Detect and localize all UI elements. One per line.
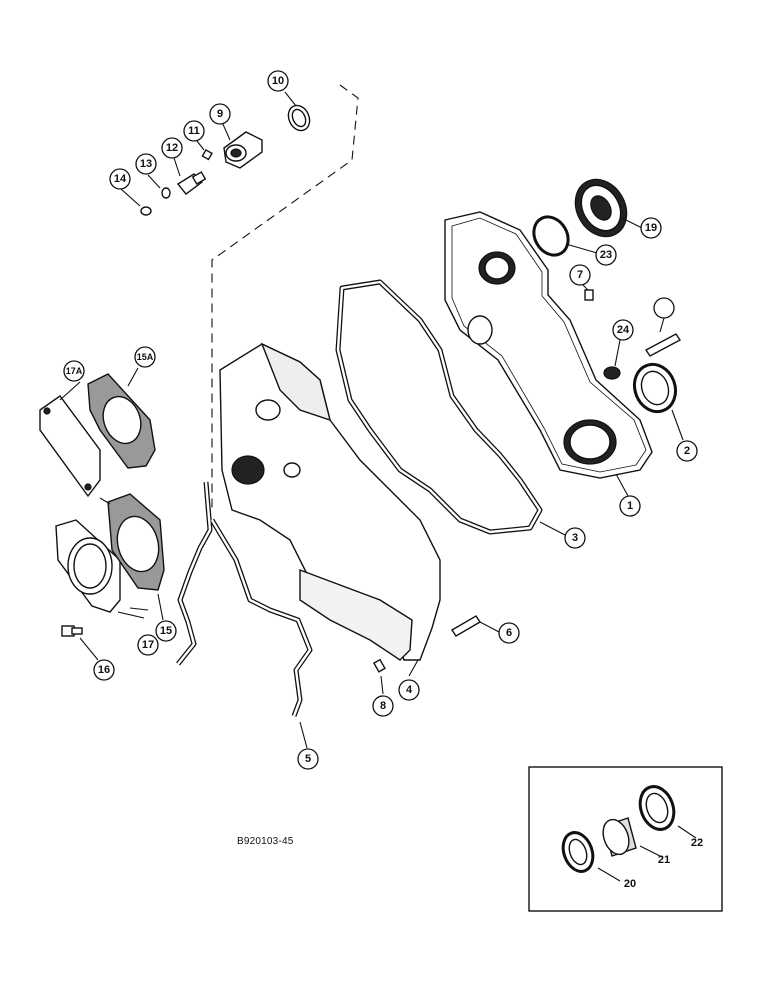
part-10-oring (287, 104, 311, 132)
callout-13: 13 (135, 153, 157, 175)
callout-6: 6 (498, 622, 520, 644)
callout-7: 7 (569, 264, 591, 286)
inset-detail-box: 20 21 22 (528, 766, 723, 912)
figure-reference-code: B920103-45 (237, 836, 294, 847)
part-11-screw (201, 148, 213, 161)
callout-3-label: 3 (572, 532, 578, 544)
callout-17: 17 (137, 634, 159, 656)
part-20-seal (561, 831, 595, 873)
callout-8-label: 8 (380, 700, 386, 712)
callout-14-label: 14 (114, 173, 127, 185)
part-14-nut (140, 206, 152, 216)
callout-4: 4 (398, 679, 420, 701)
callout-10-label: 10 (272, 75, 284, 87)
callout-1-label: 1 (627, 500, 633, 512)
part-18-seal (574, 178, 628, 238)
callout-7-label: 7 (577, 269, 583, 281)
callout-24 (653, 297, 675, 319)
callout-11-label: 11 (188, 125, 200, 137)
callout-16-label: 16 (98, 664, 110, 676)
part-23-nut (603, 366, 621, 380)
callout-23: 24 (612, 319, 634, 341)
callout-19: 23 (595, 244, 617, 266)
callout-14: 14 (109, 168, 131, 190)
part-16-bolt (61, 625, 83, 637)
part-5-gasket (176, 481, 313, 717)
callout-11: 11 (183, 120, 205, 142)
part-19-ring (532, 215, 570, 257)
callout-16: 16 (93, 659, 115, 681)
callout-18-label: 19 (645, 222, 657, 234)
part-15-gasket (107, 493, 165, 591)
callout-19-label: 23 (600, 249, 612, 261)
part-1-front-cover (444, 211, 653, 479)
part-17A-cover-plate (39, 395, 101, 498)
callout-1: 1 (619, 495, 641, 517)
callout-15: 15 (155, 620, 177, 642)
callout-23-label: 24 (617, 324, 630, 336)
callout-2-label: 2 (684, 445, 690, 457)
callout-4-label: 4 (406, 684, 413, 696)
callout-3: 3 (564, 527, 586, 549)
callout-17-label: 17 (142, 639, 154, 651)
part-15A-gasket (87, 373, 156, 469)
part-3-gasket (335, 279, 543, 535)
part-9-housing (223, 131, 263, 169)
callout-8: 8 (372, 695, 394, 717)
inset-label-21: 21 (658, 854, 670, 866)
part-2-seal (632, 362, 678, 414)
callout-6-label: 6 (506, 627, 512, 639)
callout-9: 9 (209, 103, 231, 125)
part-7-bolt (584, 289, 594, 301)
callout-18: 19 (640, 217, 662, 239)
callout-13-label: 13 (140, 158, 152, 170)
callout-9-label: 9 (217, 108, 223, 120)
callout-17A-label: 17A (66, 366, 83, 376)
part-17-plate (55, 519, 121, 613)
callout-15A: 15A (134, 346, 156, 368)
callout-12-label: 12 (166, 142, 178, 154)
callout-17A: 17A (63, 360, 85, 382)
part-4-gear-housing (219, 342, 441, 661)
part-6-bolt (451, 615, 481, 637)
inset-label-20: 20 (624, 878, 636, 890)
callout-15-label: 15 (160, 625, 172, 637)
part-22-seal (638, 785, 676, 831)
part-24-bolt (644, 333, 682, 357)
part-13-washer (161, 187, 171, 199)
callout-2: 2 (676, 440, 698, 462)
callout-10: 10 (267, 70, 289, 92)
leader-lines (59, 91, 684, 749)
inset-label-22: 22 (691, 837, 703, 849)
part-21-sleeve (602, 817, 637, 857)
callout-5: 5 (297, 748, 319, 770)
callout-15A-label: 15A (137, 352, 154, 362)
callout-12: 12 (161, 137, 183, 159)
callout-5-label: 5 (305, 753, 311, 765)
part-8-dowel (372, 658, 386, 673)
part-12-fitting (176, 171, 207, 195)
